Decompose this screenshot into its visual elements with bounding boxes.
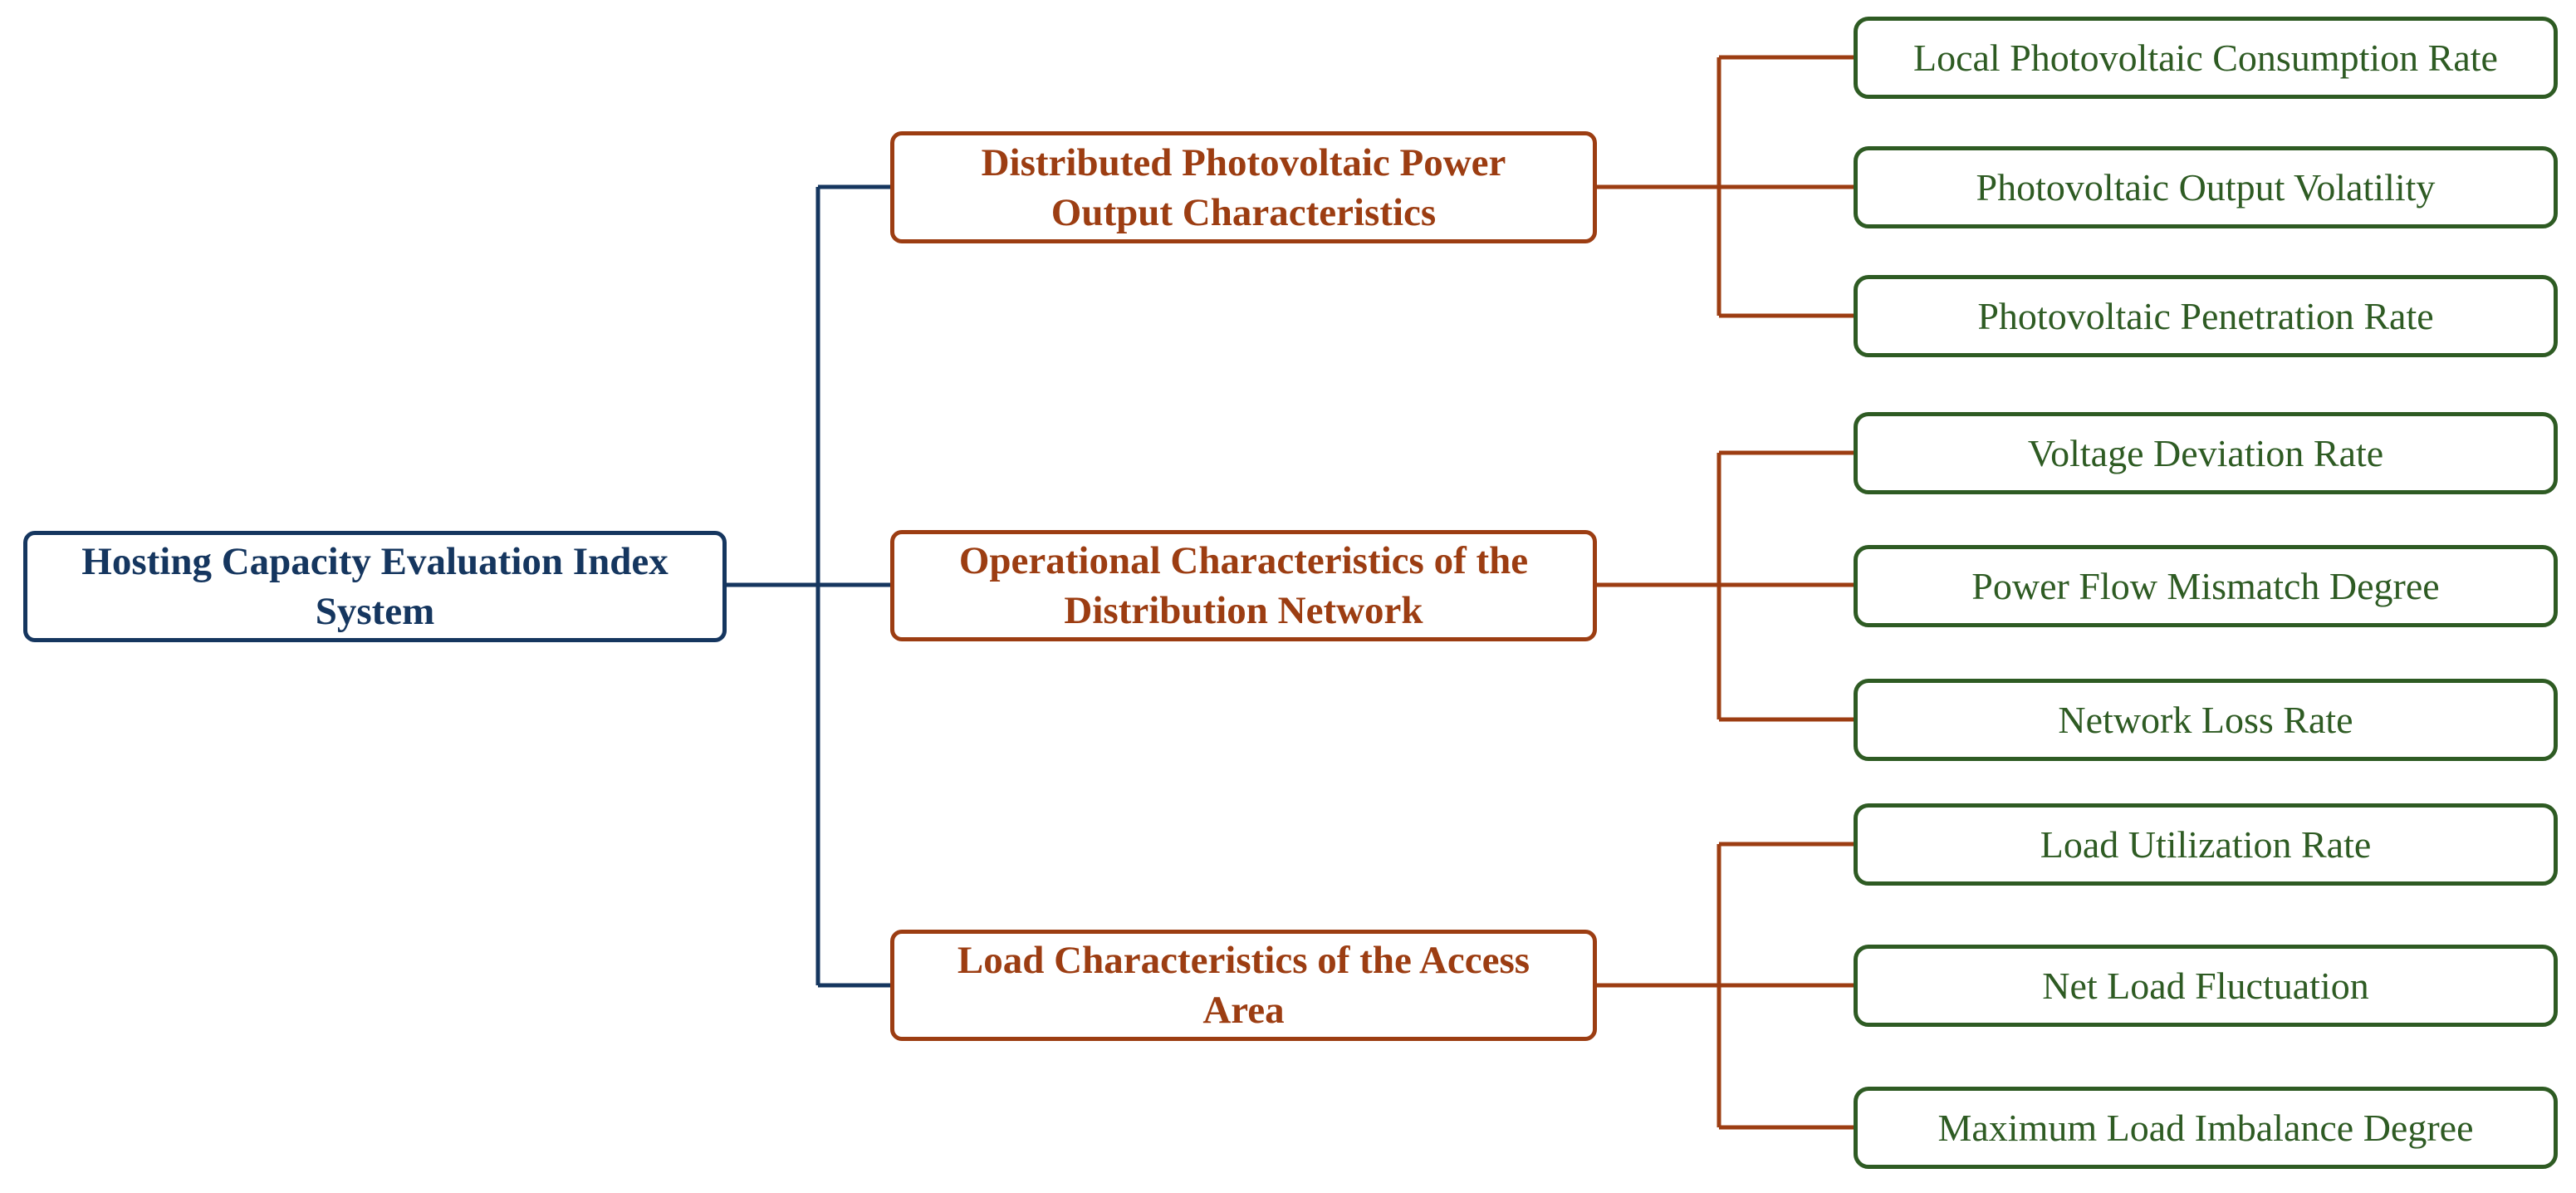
indicator-label: Net Load Fluctuation: [2042, 964, 2369, 1007]
root-connector: [725, 184, 893, 988]
root-node: Hosting Capacity Evaluation Index System: [23, 531, 727, 642]
indicator-label: Voltage Deviation Rate: [2027, 431, 2384, 474]
root-label: Hosting Capacity Evaluation Index System: [81, 540, 668, 633]
category-label: Load Characteristics of the Access Area: [957, 939, 1530, 1032]
category-node-network-operation: Operational Characteristics of the Distr…: [890, 530, 1597, 641]
indicator-label: Power Flow Mismatch Degree: [1971, 564, 2440, 607]
category-label: Operational Characteristics of the Distr…: [958, 539, 1529, 632]
indicator-node: Photovoltaic Penetration Rate: [1854, 275, 2558, 357]
indicator-label: Local Photovoltaic Consumption Rate: [1913, 36, 2498, 79]
indicator-label: Load Utilization Rate: [2040, 822, 2372, 866]
indicator-node: Maximum Load Imbalance Degree: [1854, 1087, 2558, 1169]
category-1-connector: [1595, 55, 1858, 318]
indicator-node: Local Photovoltaic Consumption Rate: [1854, 17, 2558, 99]
indicator-node: Voltage Deviation Rate: [1854, 412, 2558, 494]
category-node-load: Load Characteristics of the Access Area: [890, 930, 1597, 1041]
category-node-pv-output: Distributed Photovoltaic Power Output Ch…: [890, 131, 1597, 243]
indicator-node: Net Load Fluctuation: [1854, 945, 2558, 1027]
indicator-node: Photovoltaic Output Volatility: [1854, 146, 2558, 228]
indicator-label: Maximum Load Imbalance Degree: [1937, 1106, 2474, 1149]
indicator-node: Power Flow Mismatch Degree: [1854, 545, 2558, 627]
indicator-label: Photovoltaic Penetration Rate: [1977, 294, 2434, 337]
category-2-connector: [1595, 450, 1858, 722]
indicator-label: Photovoltaic Output Volatility: [1976, 165, 2436, 209]
category-label: Distributed Photovoltaic Power Output Ch…: [981, 140, 1506, 234]
category-3-connector: [1595, 842, 1858, 1130]
indicator-node: Network Loss Rate: [1854, 679, 2558, 761]
indicator-label: Network Loss Rate: [2058, 698, 2353, 741]
indicator-node: Load Utilization Rate: [1854, 803, 2558, 886]
